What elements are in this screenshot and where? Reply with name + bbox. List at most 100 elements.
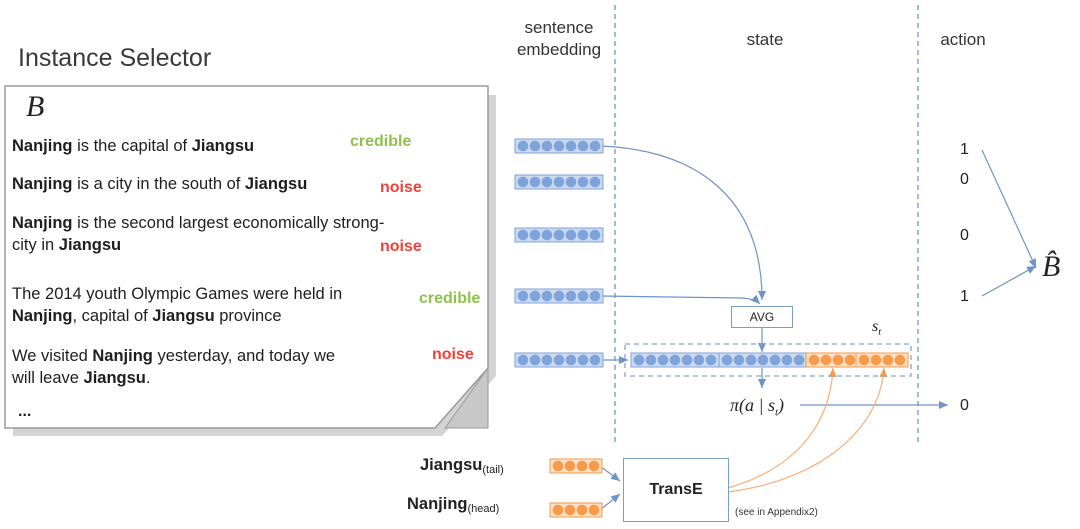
appendix-note: (see in Appendix2) (735, 507, 818, 518)
state-vector-orange2-node (882, 354, 894, 366)
sentence-embedding-3 (514, 227, 604, 243)
sentence-4-tail: Jiangsu (152, 307, 215, 325)
sentence-embedding-3-node (589, 229, 601, 241)
sentence-1-head: Nanjing (12, 137, 73, 155)
sentence-embedding-2 (514, 174, 604, 190)
action-value-3: 0 (960, 227, 969, 244)
sentence-embedding-5-node (517, 354, 529, 366)
sentence-embedding-5-node (565, 354, 577, 366)
state-vector-part2-node (721, 354, 733, 366)
state-symbol-letter: s (872, 318, 879, 335)
sentence-embedding-4-node (577, 290, 589, 302)
state-vector-part2-node (745, 354, 757, 366)
tail-embedding-node (588, 460, 600, 472)
state-vector-orange1 (805, 352, 859, 368)
action-value-final: 0 (960, 397, 969, 414)
head-embedding (549, 502, 603, 518)
sentence-embedding-3-node (577, 229, 589, 241)
state-symbol: st (872, 318, 881, 338)
instance-selector-title: Instance Selector (18, 44, 212, 72)
state-vector-orange1-node (808, 354, 820, 366)
vector-group (514, 138, 909, 518)
entity-head-sub: (head) (467, 503, 500, 515)
head-embedding-node (552, 504, 564, 516)
sentence-1-label: credible (350, 133, 412, 150)
state-vector-part2-node (793, 354, 805, 366)
sentence-embedding-1-node (565, 140, 577, 152)
sentence-2-tail: Jiangsu (244, 175, 308, 193)
arrow-action4-to-bhat (981, 265, 1037, 297)
sentence-4-label: credible (419, 290, 481, 307)
sentence-embedding-3-node (565, 229, 577, 241)
sentence-embedding-2-node (565, 176, 577, 188)
bag-symbol: B (26, 90, 45, 123)
arrow-emb4-to-avg (599, 294, 761, 305)
entity-tail: Jiangsu(tail) (420, 456, 504, 476)
state-vector-part2 (718, 352, 808, 368)
head-embedding-node (588, 504, 600, 516)
state-vector-part1-node (681, 354, 693, 366)
sentence-embedding-1-node (577, 140, 589, 152)
sentence-embedding-3-node (541, 229, 553, 241)
entity-tail-name: Jiangsu (420, 456, 483, 474)
sentence-1: Nanjing is the capital of Jiangsu (12, 135, 254, 157)
sentence-embedding-5 (514, 352, 604, 368)
sentence-1-tail: Jiangsu (191, 137, 255, 155)
arrow-transe-to-orange2 (727, 367, 888, 493)
sentence-embedding-4-node (517, 290, 529, 302)
sentence-embedding-2-node (589, 176, 601, 188)
sentence-embedding-1-node (541, 140, 553, 152)
sentence-2-mid: is a city in the south of (72, 175, 245, 193)
sentence-embedding-3-node (553, 229, 565, 241)
sentence-4-end: province (214, 307, 282, 325)
sentence-embedding-1-node (553, 140, 565, 152)
sentence-embedding-2-node (529, 176, 541, 188)
state-vector-part2-node (769, 354, 781, 366)
state-vector-part1-node (657, 354, 669, 366)
sentence-5-tail: Jiangsu (83, 369, 146, 387)
sentence-embedding-4 (514, 288, 604, 304)
state-dashed-box (624, 343, 912, 377)
policy-close: ) (778, 395, 785, 415)
action-value-2: 0 (960, 171, 969, 188)
state-vector-orange2 (855, 352, 909, 368)
arrow-tail-to-transe (599, 465, 621, 482)
tail-embedding-node (564, 460, 576, 472)
sentence-embedding-3-node (517, 229, 529, 241)
sentence-5-line2: will leave (12, 369, 84, 387)
sentence-4-head: Nanjing (12, 307, 73, 325)
entity-tail-sub: (tail) (482, 464, 504, 476)
sentence-4-mid: , capital of (72, 307, 153, 325)
transe-box: TransE (623, 458, 729, 522)
state-vector-part1-node (633, 354, 645, 366)
sentence-embedding-3-node (529, 229, 541, 241)
arrow-action1-to-bhat (981, 149, 1037, 269)
sentence-embedding-4-node (589, 290, 601, 302)
state-symbol-sub: t (878, 327, 882, 339)
sentence-embedding-1-node (529, 140, 541, 152)
sentence-embedding-4-node (553, 290, 565, 302)
state-vector-orange2-node (858, 354, 870, 366)
entity-head: Nanjing(head) (407, 495, 499, 515)
sentence-embedding-1 (514, 138, 604, 154)
sentence-embedding-5-node (541, 354, 553, 366)
sentence-3-line2: city in (12, 236, 59, 254)
state-header: state (746, 30, 784, 49)
bag-speech-bubble (4, 85, 496, 436)
sentence-4-line1: The 2014 youth Olympic Games were held i… (12, 285, 343, 303)
sentence-3-tail: Jiangsu (58, 236, 122, 254)
sentence-embedding-1-node (517, 140, 529, 152)
sentence-2: Nanjing is a city in the south of Jiangs… (12, 173, 307, 195)
arrow-transe-to-orange1 (727, 367, 837, 489)
state-vector-part2-node (781, 354, 793, 366)
arrow-head-to-transe (599, 493, 621, 511)
sentence-5-mid: yesterday, and today we (152, 347, 336, 365)
sentence-3: Nanjing is the second largest economical… (12, 212, 384, 256)
sentence-embedding-5-node (529, 354, 541, 366)
sentence-3-head: Nanjing (12, 214, 73, 232)
state-vector-part2-node (757, 354, 769, 366)
state-vector-orange2-node (870, 354, 882, 366)
sentence-3-label: noise (380, 238, 422, 255)
sentence-1-mid: is the capital of (72, 137, 192, 155)
entity-head-name: Nanjing (407, 495, 468, 513)
